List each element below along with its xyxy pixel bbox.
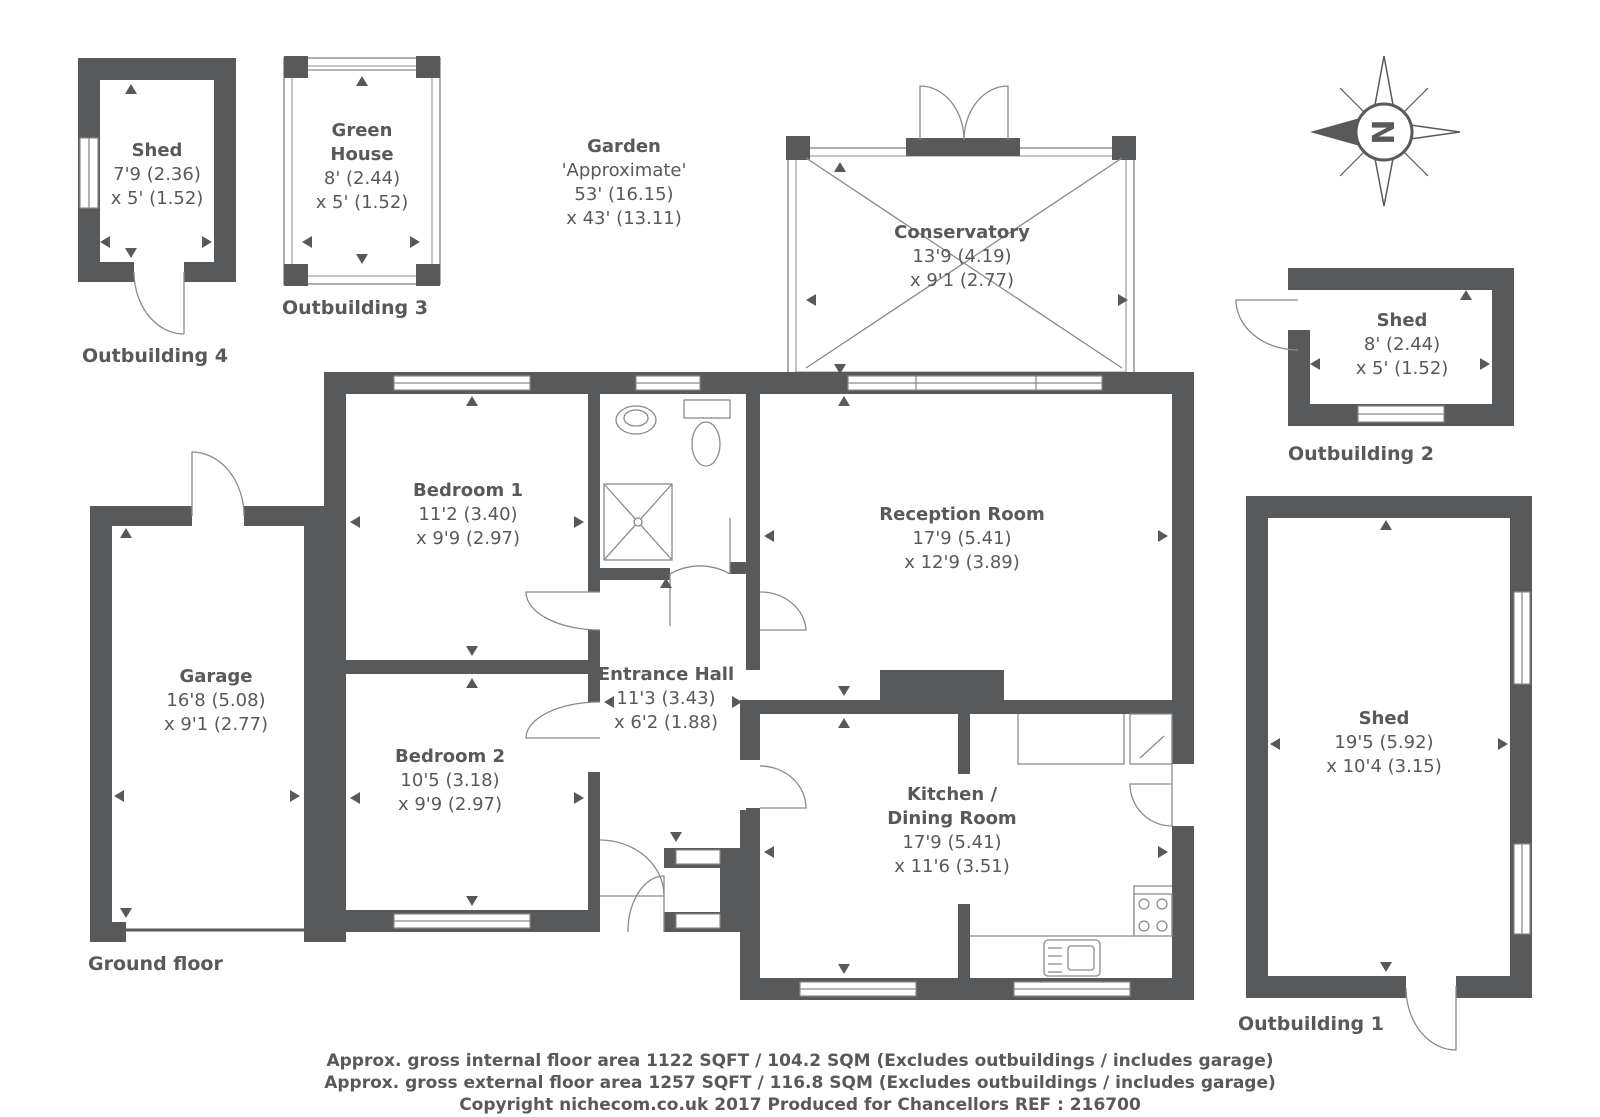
outbuilding-4-label: Outbuilding 4	[82, 345, 228, 367]
garage-dim1: 16'8 (5.08)	[166, 690, 265, 711]
shed4-name: Shed	[132, 140, 183, 161]
greenhouse-name2: House	[330, 144, 393, 165]
greenhouse-dim1: 8' (2.44)	[324, 168, 400, 189]
reception-name: Reception Room	[879, 504, 1044, 525]
shed1-dim1: 19'5 (5.92)	[1334, 732, 1433, 753]
bedroom2-name: Bedroom 2	[395, 746, 505, 767]
bedroom2-dim1: 10'5 (3.18)	[400, 770, 499, 791]
bedroom1-name: Bedroom 1	[413, 480, 523, 501]
kitchen-name1: Kitchen /	[907, 784, 997, 805]
kitchen-dim2: x 11'6 (3.51)	[894, 856, 1010, 877]
greenhouse-name1: Green	[332, 120, 393, 141]
outbuilding-3	[283, 56, 441, 286]
garden-note: 'Approximate'	[562, 160, 687, 181]
shed2-dim2: x 5' (1.52)	[1356, 358, 1449, 379]
shed2-dim1: 8' (2.44)	[1364, 334, 1440, 355]
garden-dim1: 53' (16.15)	[574, 184, 673, 205]
bedroom1-dim1: 11'2 (3.40)	[418, 504, 517, 525]
outbuilding-3-label: Outbuilding 3	[282, 297, 428, 319]
ground-floor-label: Ground floor	[88, 953, 223, 975]
compass-rose: N	[1310, 55, 1461, 207]
shed4-dim2: x 5' (1.52)	[111, 188, 204, 209]
hall-name: Entrance Hall	[598, 664, 734, 685]
garage-dim2: x 9'1 (2.77)	[164, 714, 268, 735]
outbuilding-2-label: Outbuilding 2	[1288, 443, 1434, 465]
main-house	[324, 372, 1194, 1000]
garage-name: Garage	[179, 666, 252, 687]
shed1-name: Shed	[1359, 708, 1410, 729]
bedroom2-dim2: x 9'9 (2.97)	[398, 794, 502, 815]
reception-dim1: 17'9 (5.41)	[912, 528, 1011, 549]
outbuilding-1	[1246, 496, 1532, 1051]
shed2-name: Shed	[1377, 310, 1428, 331]
shed1-dim2: x 10'4 (3.15)	[1326, 756, 1442, 777]
footer-copyright: Copyright nichecom.co.uk 2017 Produced f…	[459, 1095, 1141, 1115]
bedroom1-dim2: x 9'9 (2.97)	[416, 528, 520, 549]
compass-north-letter: N	[1367, 119, 1402, 144]
garden-name: Garden	[587, 136, 661, 157]
greenhouse-dim2: x 5' (1.52)	[316, 192, 409, 213]
hall-dim2: x 6'2 (1.88)	[614, 712, 718, 733]
garage	[90, 451, 346, 942]
outbuilding-4	[78, 58, 236, 335]
hall-dim1: 11'3 (3.43)	[616, 688, 715, 709]
kitchen-name2: Dining Room	[887, 808, 1016, 829]
conservatory-dim1: 13'9 (4.19)	[912, 246, 1011, 267]
conservatory-name: Conservatory	[894, 222, 1030, 243]
footer-internal-area: Approx. gross internal floor area 1122 S…	[326, 1051, 1273, 1071]
conservatory	[786, 85, 1136, 379]
conservatory-dim2: x 9'1 (2.77)	[910, 270, 1014, 291]
outbuilding-2	[1235, 268, 1514, 426]
outbuilding-1-label: Outbuilding 1	[1238, 1013, 1384, 1035]
kitchen-dim1: 17'9 (5.41)	[902, 832, 1001, 853]
reception-dim2: x 12'9 (3.89)	[904, 552, 1020, 573]
footer-external-area: Approx. gross external floor area 1257 S…	[324, 1073, 1276, 1093]
shed4-dim1: 7'9 (2.36)	[113, 164, 201, 185]
garden-dim2: x 43' (13.11)	[566, 208, 682, 229]
